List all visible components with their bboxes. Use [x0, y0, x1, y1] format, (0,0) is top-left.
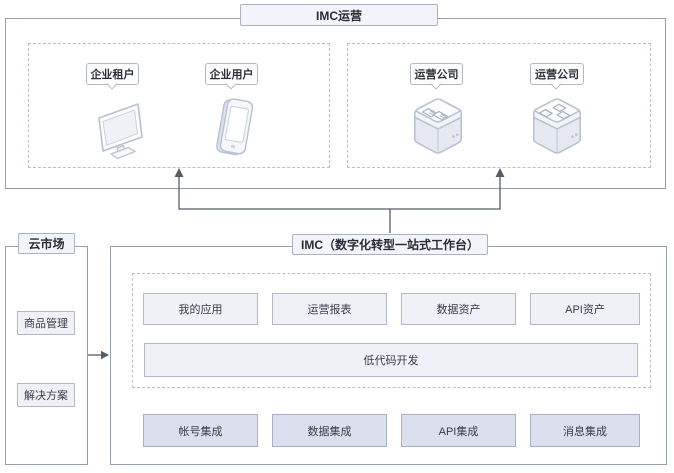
operation-reports-box: 运营报表	[272, 293, 387, 325]
monitor-icon	[90, 97, 150, 161]
api-assets-box: API资产	[530, 293, 640, 325]
solution-box: 解决方案	[17, 383, 75, 407]
arrowhead-right	[101, 350, 109, 360]
account-integration-box: 帐号集成	[143, 414, 258, 447]
lowcode-box: 低代码开发	[144, 343, 638, 377]
message-integration-box: 消息集成	[530, 414, 640, 447]
data-assets-box: 数据资产	[401, 293, 516, 325]
cloud-market-column	[5, 246, 88, 465]
api-integration-box: API集成	[401, 414, 516, 447]
data-integration-box: 数据集成	[272, 414, 387, 447]
imc-platform-title: IMC（数字化转型一站式工作台）	[292, 234, 488, 255]
operator-group-box	[347, 43, 651, 168]
imc-operations-title: IMC运营	[240, 4, 438, 26]
my-apps-box: 我的应用	[143, 293, 258, 325]
module-cube-icon	[526, 96, 588, 158]
product-management-box: 商品管理	[17, 311, 75, 335]
callout-enterprise-tenant: 企业租户	[86, 63, 139, 85]
callout-operator-company-2: 运营公司	[530, 63, 584, 85]
callout-enterprise-user: 企业用户	[205, 63, 258, 85]
workspace-dashed-box	[132, 273, 651, 388]
report-cube-icon	[407, 96, 469, 158]
smartphone-icon	[210, 96, 258, 162]
enterprise-group-box	[28, 43, 330, 168]
callout-operator-company-1: 运营公司	[410, 63, 463, 85]
cloud-market-title: 云市场	[18, 233, 75, 254]
